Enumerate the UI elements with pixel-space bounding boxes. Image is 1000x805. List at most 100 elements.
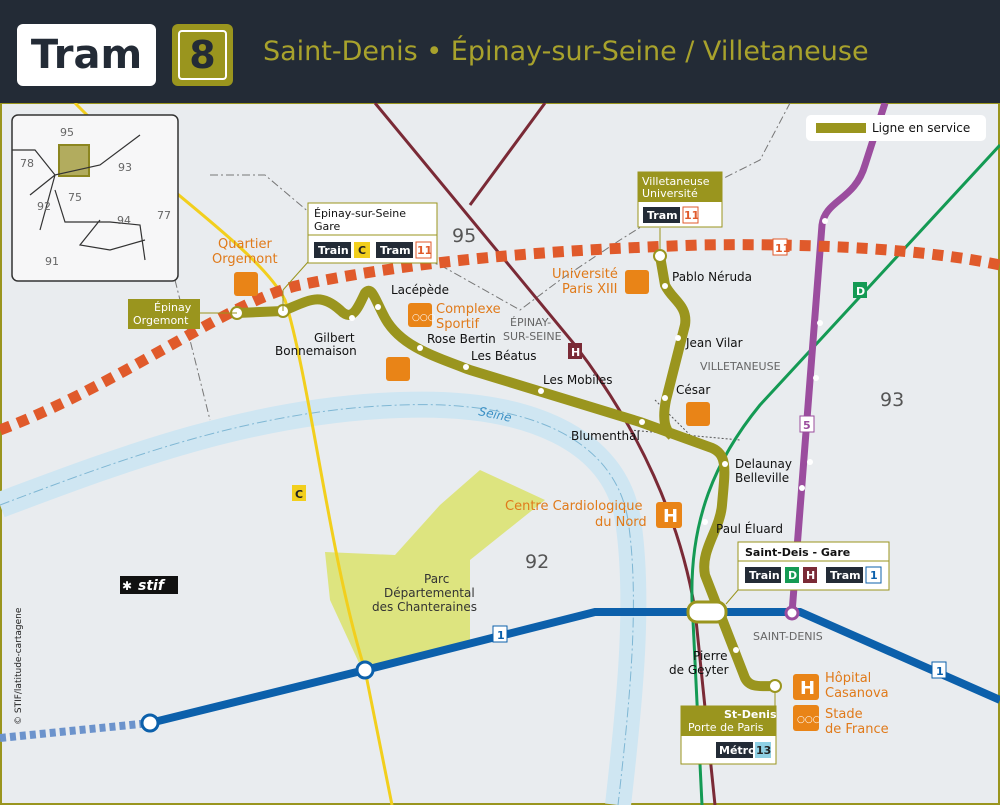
map-shape — [292, 485, 306, 501]
map-shape — [807, 459, 813, 465]
map-shape — [716, 742, 753, 758]
station-st-denis-porte-de-paris[interactable]: St-Denis Porte de Paris Métro 13 — [680, 705, 777, 765]
map-label: Départemental — [384, 586, 475, 600]
tram-11-line — [0, 239, 1000, 436]
map-label: 92 — [525, 551, 549, 573]
map-shape — [755, 742, 771, 758]
poi-stade-de-france: Stade — [825, 707, 863, 722]
commune-boundary — [210, 102, 791, 311]
tram-8-line — [236, 286, 776, 692]
poi-parc-chanteraines: Parc — [424, 572, 449, 586]
station-pierre-de-geyter[interactable]: Pierre — [693, 649, 727, 663]
station-saint-denis-gare[interactable]: Saint-Deis - Gare Train D H Tram 1 — [737, 541, 890, 591]
map-shape — [768, 679, 782, 693]
shopping-cart-icon — [686, 402, 710, 426]
station-paul-eluard[interactable]: Paul Éluard — [716, 521, 783, 536]
poi-hopital-casanova: Hôpital — [825, 671, 871, 686]
briefcase-icon — [625, 270, 649, 294]
map-label: 13 — [756, 744, 771, 757]
station-epinay-gare[interactable]: Épinay-sur-Seine Gare Train C Tram 11 — [307, 202, 438, 264]
map-label: 1 — [497, 629, 505, 642]
map-shape — [784, 605, 800, 621]
map-shape — [655, 255, 691, 440]
map-label: stif — [138, 578, 166, 594]
map-shape — [702, 519, 708, 525]
map-label: 95 — [452, 225, 476, 247]
station-les-mobiles[interactable]: Les Mobiles — [543, 373, 613, 387]
line-badge: 8 — [172, 24, 233, 86]
city-icon — [234, 272, 258, 296]
map-shape — [785, 567, 799, 583]
map-label: Tram — [647, 209, 678, 222]
rer-h-line — [373, 102, 717, 805]
map-label: 92 — [37, 200, 51, 213]
map-label: 93 — [880, 389, 904, 411]
station-delaunay-belleville[interactable]: Delaunay — [735, 457, 792, 471]
map-label: Ligne en service — [872, 121, 970, 135]
map-label: Orgemont — [212, 252, 278, 267]
station-villetaneuse-universite[interactable]: Villetaneuse Université Tram 11 — [637, 171, 723, 228]
map-label: H — [571, 346, 580, 359]
map-label: ○○○ — [412, 313, 436, 323]
map-shape — [722, 461, 728, 467]
map-label: Train — [318, 244, 349, 257]
map-label: 1 — [936, 665, 944, 678]
poi-complexe-sportif: Complexe — [436, 302, 501, 317]
parc-chanteraines — [325, 470, 545, 665]
poi-quartier-orgemont: Quartier — [218, 237, 272, 252]
map-label: Bonnemaison — [275, 344, 357, 358]
map-shape — [492, 625, 508, 643]
station-gilbert-bonnemaison[interactable]: Gilbert — [314, 331, 355, 345]
map-shape — [354, 242, 370, 258]
hospital-icon — [793, 674, 819, 700]
map-label: Belleville — [735, 471, 789, 485]
map-label: Épinay-sur-Seine — [314, 207, 406, 220]
map-label: 95 — [60, 126, 74, 139]
station-blumenthal[interactable]: Blumenthal — [571, 429, 640, 443]
map-label: 5 — [803, 419, 811, 432]
station-cesar[interactable]: César — [676, 383, 710, 397]
map-label: St-Denis — [724, 708, 777, 721]
station-lacepede[interactable]: Lacépède — [391, 283, 449, 297]
station-les-beatus[interactable]: Les Béatus — [471, 349, 536, 363]
map-label: ✱ — [122, 579, 132, 593]
map-label: Saint-Deis - Gare — [745, 546, 850, 559]
map-shape — [638, 172, 722, 202]
map-label: de France — [825, 722, 889, 737]
station-rose-bertin[interactable]: Rose Bertin — [427, 332, 496, 346]
map-label: H — [800, 678, 815, 699]
header: Tram 8 Saint-Denis • Épinay-sur-Seine / … — [0, 0, 1000, 103]
map-shape — [826, 567, 863, 583]
map-shape — [662, 395, 668, 401]
map-shape — [675, 335, 681, 341]
station-pablo-neruda[interactable]: Pablo Néruda — [672, 270, 752, 284]
map-shape — [813, 375, 819, 381]
shopping-cart-icon — [386, 357, 410, 381]
map-label: Université — [642, 187, 698, 200]
map-shape — [355, 660, 375, 680]
station-epinay-orgemont[interactable] — [128, 299, 200, 329]
page-title: Saint-Denis • Épinay-sur-Seine / Villeta… — [263, 36, 869, 67]
map-shape — [725, 589, 739, 605]
poi-centre-cardiologique: Centre Cardiologique — [505, 499, 643, 514]
map-shape — [733, 647, 739, 653]
map-label: 11 — [417, 244, 432, 257]
map-label: Métro — [719, 744, 756, 757]
map-label: Tram — [380, 244, 411, 257]
map-label: C — [358, 244, 366, 257]
map-shape — [682, 206, 699, 224]
map-shape — [349, 218, 828, 653]
map-shape — [806, 115, 986, 141]
stif-logo: stif ✱ — [120, 576, 178, 594]
station-jean-vilar[interactable]: Jean Vilar — [685, 336, 743, 350]
poi-icons — [234, 270, 819, 731]
map-shape — [817, 320, 823, 326]
map-label: 75 — [68, 191, 82, 204]
poi-universite-paris-xiii: Université — [552, 267, 618, 282]
map-label: Porte de Paris — [688, 721, 764, 734]
saint-denis-gare-marker — [686, 600, 728, 624]
map-label: du Nord — [595, 515, 647, 530]
map-shape — [639, 419, 645, 425]
line-number: 8 — [178, 30, 227, 80]
map-shape — [12, 134, 146, 261]
